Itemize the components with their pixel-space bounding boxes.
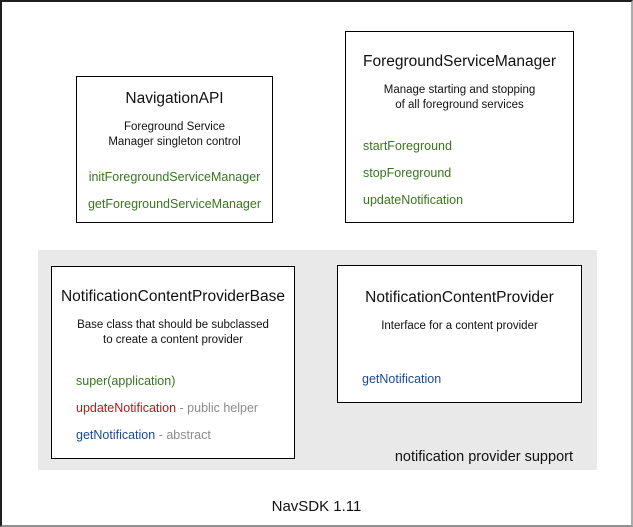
class-box-foreground-service-manager: ForegroundServiceManager Manage starting…: [345, 31, 574, 223]
class-box-navigation-api: NavigationAPI Foreground Service Manager…: [76, 76, 273, 223]
method-name: updateNotification: [76, 401, 177, 415]
class-title: NotificationContentProvider: [365, 289, 554, 306]
method-list: getNotification: [338, 366, 581, 393]
class-title: ForegroundServiceManager: [363, 53, 556, 70]
method-list: initForegroundServiceManager getForegrou…: [77, 164, 272, 218]
method-row: getForegroundServiceManager: [77, 191, 272, 218]
method-row: initForegroundServiceManager: [77, 164, 272, 191]
method-qualifier: - public helper: [176, 401, 259, 415]
method-name: updateNotification: [363, 193, 464, 207]
class-box-notification-content-provider: NotificationContentProvider Interface fo…: [337, 265, 582, 403]
class-description: Manage starting and stopping of all fore…: [383, 84, 536, 111]
method-name: getNotification: [76, 428, 156, 442]
method-name: super(application): [76, 374, 176, 388]
method-qualifier: - abstract: [155, 428, 211, 442]
method-name: getForegroundServiceManager: [87, 197, 262, 211]
method-row: updateNotification - public helper: [76, 395, 294, 422]
method-name: initForegroundServiceManager: [88, 170, 261, 184]
class-title: NavigationAPI: [125, 90, 224, 107]
class-description: Interface for a content provider: [381, 320, 538, 332]
method-row: getNotification - abstract: [76, 422, 294, 449]
class-box-notification-content-provider-base: NotificationContentProviderBase Base cla…: [51, 266, 295, 459]
method-list: super(application) updateNotification - …: [52, 368, 294, 449]
method-row: getNotification: [362, 366, 581, 393]
method-list: startForeground stopForeground updateNot…: [346, 133, 573, 214]
method-row: super(application): [76, 368, 294, 395]
method-name: stopForeground: [363, 166, 452, 180]
class-description: Base class that should be subclassed to …: [77, 319, 269, 346]
region-label: notification provider support: [394, 449, 573, 465]
method-name: getNotification: [362, 372, 442, 386]
method-row: stopForeground: [363, 160, 573, 187]
method-row: startForeground: [363, 133, 573, 160]
method-name: startForeground: [363, 139, 452, 153]
class-description: Foreground Service Manager singleton con…: [108, 121, 241, 148]
notification-provider-support-region: NotificationContentProviderBase Base cla…: [38, 250, 597, 470]
class-title: NotificationContentProviderBase: [60, 288, 285, 305]
sdk-version-caption: NavSDK 1.11: [271, 498, 362, 515]
method-row: updateNotification: [363, 187, 573, 214]
